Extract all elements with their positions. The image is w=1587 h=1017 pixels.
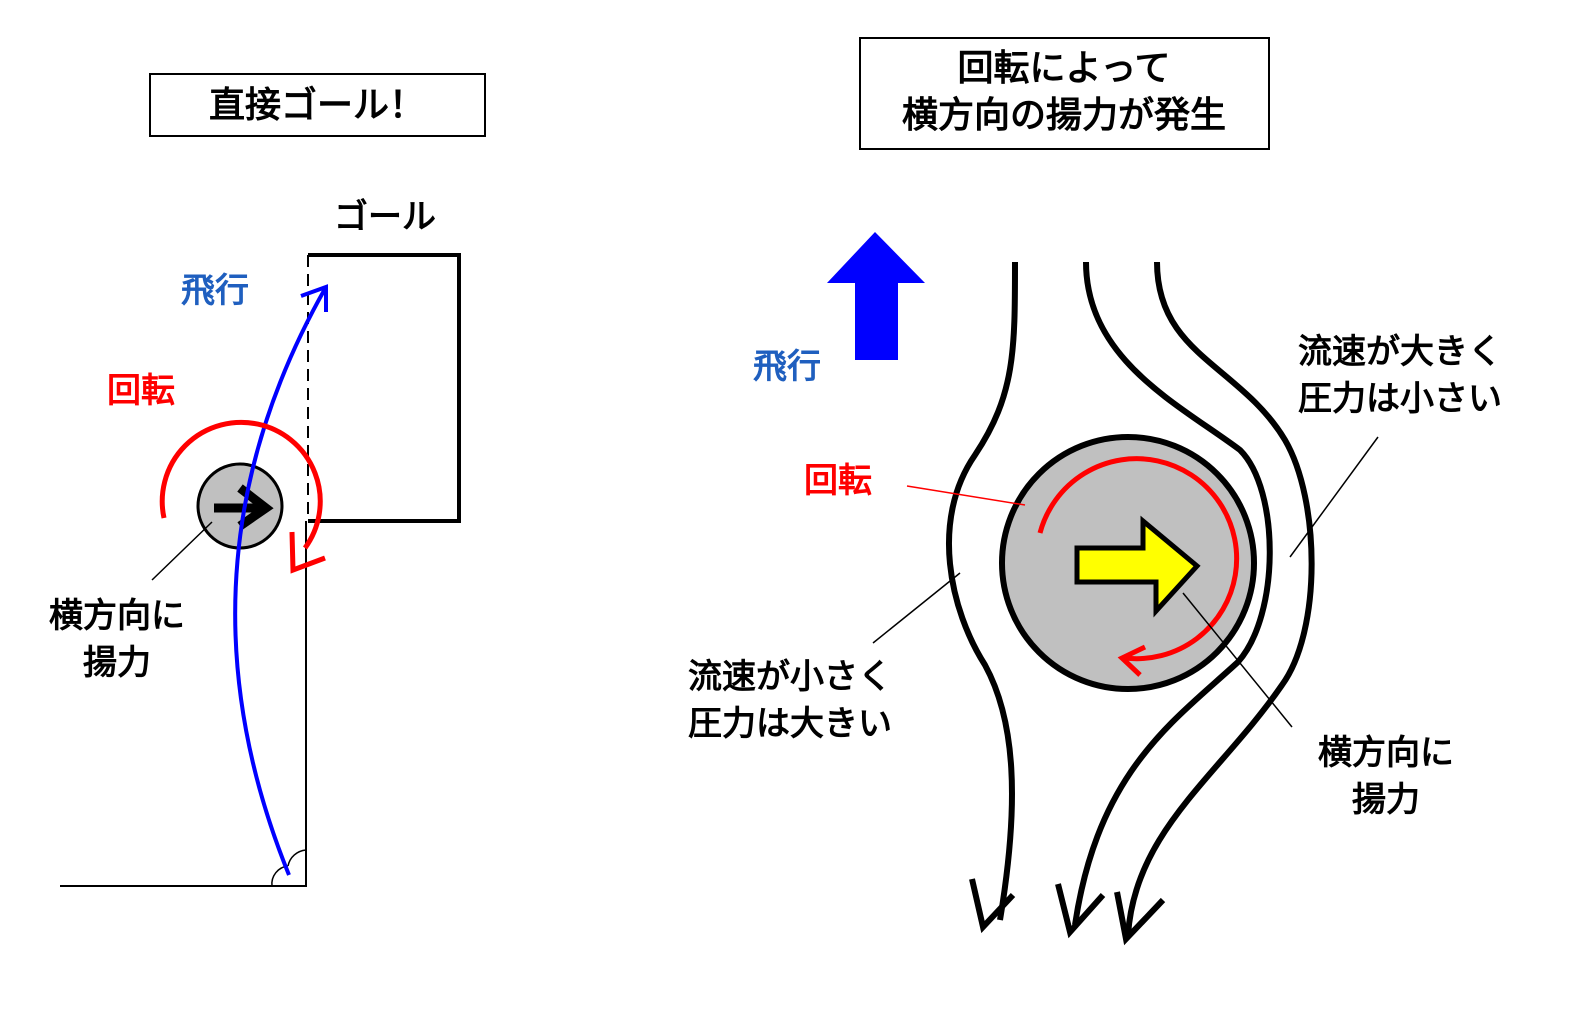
left-panel: 直接ゴール！ ゴール 飛行 回転 横方向に 揚力 — [49, 73, 486, 887]
spin-arc-large — [1037, 456, 1240, 662]
fast-flow-label-2: 圧力は小さい — [1298, 379, 1502, 419]
left-lift-label-2: 揚力 — [83, 643, 151, 683]
lift-arrow-large-icon — [1074, 515, 1201, 618]
spin-arc — [159, 419, 323, 550]
right-panel: 回転によって 横方向の揚力が発生 飛行 回転 流速が大きく 圧力は小さい 流速が… — [688, 37, 1502, 946]
streamline-middle-arrowhead-icon — [1055, 883, 1106, 939]
goal-label: ゴール — [334, 197, 436, 237]
right-flight-label: 飛行 — [753, 347, 821, 387]
streamline-right-arrowhead-icon — [1114, 891, 1166, 946]
spin-arrowhead-large-icon — [1117, 644, 1147, 677]
right-title-line2: 横方向の揚力が発生 — [902, 95, 1226, 136]
right-title-line1: 回転によって — [957, 48, 1170, 89]
streamline-left-arrowhead-icon — [969, 878, 1016, 934]
right-title-box — [859, 37, 1270, 150]
slow-flow-leader-line — [872, 572, 961, 644]
corner-arc-right — [287, 849, 307, 867]
fast-flow-leader-line — [1289, 436, 1379, 558]
left-title-box — [149, 73, 486, 137]
left-spin-label: 回転 — [107, 371, 175, 411]
fast-flow-label-1: 流速が大きく — [1298, 332, 1502, 372]
goal-box — [308, 253, 461, 523]
right-spin-label: 回転 — [804, 461, 872, 501]
streamline-middle — [1072, 261, 1273, 926]
spin-leader-line — [906, 485, 1026, 506]
right-lift-label-2: 揚力 — [1352, 780, 1420, 820]
slow-flow-label-2: 圧力は大きい — [688, 704, 892, 744]
spin-arrowhead-icon — [289, 531, 326, 574]
slow-flow-label-1: 流速が小さく — [688, 657, 892, 697]
lift-leader-line-large — [1182, 592, 1293, 728]
flight-arrowhead-icon — [300, 284, 328, 312]
streamline-right — [1125, 261, 1315, 936]
left-flight-label: 飛行 — [181, 271, 249, 311]
lift-leader-line — [151, 521, 213, 581]
left-title: 直接ゴール！ — [209, 84, 425, 126]
streamline-left — [946, 261, 1018, 921]
left-lift-label-1: 横方向に — [49, 596, 185, 636]
flight-trajectory — [233, 286, 328, 876]
right-lift-label-1: 横方向に — [1318, 733, 1454, 773]
flight-direction-arrow-icon — [827, 232, 925, 360]
